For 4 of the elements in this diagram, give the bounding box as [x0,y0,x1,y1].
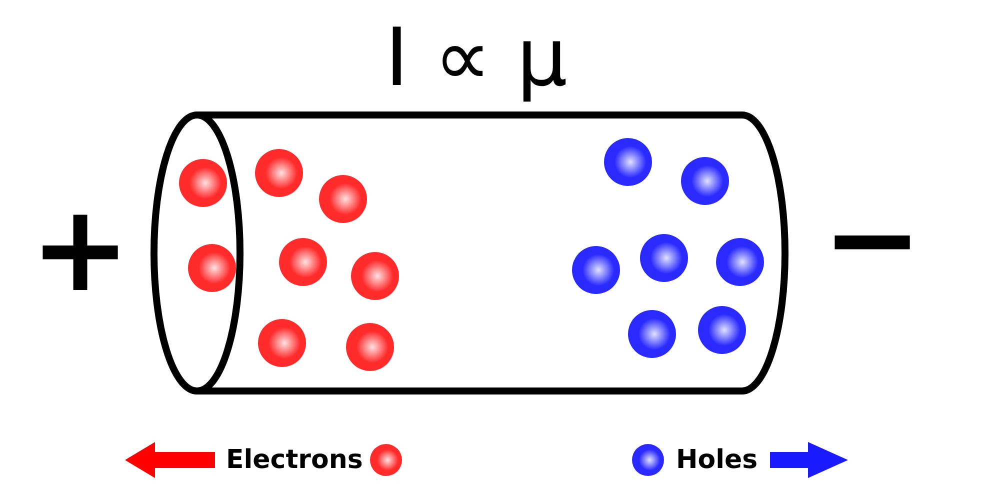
legend-label: Electrons [226,447,363,473]
negative-terminal-sign: − [822,180,923,300]
legend-label: Holes [676,447,758,473]
positive-terminal-sign: + [30,190,131,310]
